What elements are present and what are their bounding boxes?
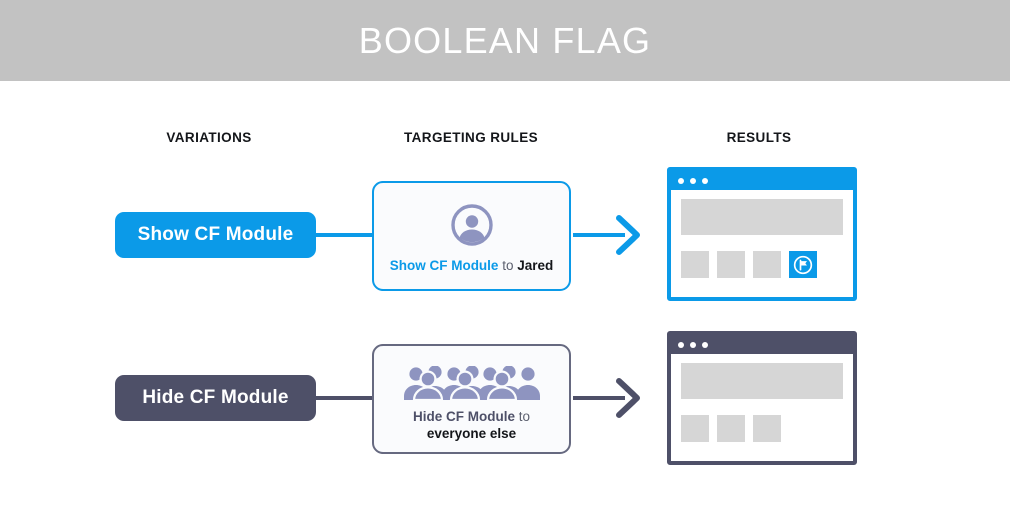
window-dot-icon [678,177,684,184]
connector-line-bottom [314,396,374,400]
result-window-show [667,167,857,301]
window-dot-icon [678,341,684,348]
page-title: BOOLEAN FLAG [358,19,652,61]
content-tile-row [681,415,843,442]
variation-pill-show-cf-module[interactable]: Show CF Module [115,212,316,258]
column-heading-results: RESULTS [726,130,792,145]
content-tile [717,415,745,442]
window-dot-icon [702,177,708,184]
content-tile [717,251,745,278]
rule-target-label: everyone else [426,426,517,441]
result-window-hide [667,331,857,465]
browser-viewport-top [671,190,853,297]
single-person-icon [450,204,493,246]
targeting-rule-text-show: Show CF Module to Jared [390,257,554,274]
rule-conjunction-word: to [518,409,531,424]
cf-module-tile [789,251,817,278]
rule-lead-label: Show CF Module [389,258,499,273]
rule-conjunction-word: to [502,258,514,273]
window-dot-icon [690,177,696,184]
targeting-rule-card-hide[interactable]: Hide CF Module to everyone else [372,344,571,454]
content-tile-row [681,251,843,278]
flag-circle-icon [793,255,813,274]
window-dot-icon [702,341,708,348]
content-tile [753,415,781,442]
browser-titlebar-bottom [671,335,853,354]
variation-pill-label: Show CF Module [137,224,294,245]
browser-viewport-bottom [671,354,853,461]
content-tile [681,415,709,442]
window-dot-icon [690,341,696,348]
page-header: BOOLEAN FLAG [0,0,1010,81]
variation-pill-hide-cf-module[interactable]: Hide CF Module [115,375,316,421]
variation-pill-label: Hide CF Module [142,387,289,408]
content-tile [681,251,709,278]
content-tile [753,251,781,278]
crowd-people-icon [403,366,540,400]
content-hero-block [681,363,843,399]
targeting-rule-text-hide: Hide CF Module to everyone else [413,408,530,442]
flow-arrow-bottom [573,378,640,418]
flow-arrow-top [573,215,640,255]
targeting-rule-card-show[interactable]: Show CF Module to Jared [372,181,571,291]
rule-target-label: Jared [517,258,554,273]
column-heading-targeting-rules: TARGETING RULES [404,130,538,145]
browser-titlebar-top [671,171,853,190]
connector-line-top [314,233,374,237]
column-heading-variations: VARIATIONS [166,130,252,145]
content-hero-block [681,199,843,235]
rule-lead-label: Hide CF Module [412,409,515,424]
